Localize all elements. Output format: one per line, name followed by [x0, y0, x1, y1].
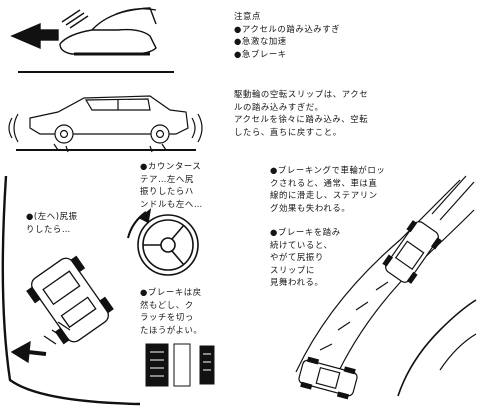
text-line: やがて尻振り	[270, 252, 324, 262]
text-line: 線的に滑走し、ステアリン	[270, 190, 378, 200]
text-line: スリップに	[270, 264, 315, 275]
text-line: ●カウンタース	[140, 161, 202, 171]
text-line: クされると、通常、車は直	[270, 177, 378, 188]
pedal-foot-illustration	[10, 7, 174, 73]
text-line: ルの踏み込みすぎだ。	[234, 101, 324, 112]
text-line: たほうがよい。	[140, 324, 203, 335]
text-line: ラッチを切っ	[140, 312, 194, 322]
countersteer-note: ●カウンタース テア…左へ尻 振りしたらハ ンドルも左へ…	[140, 160, 203, 210]
brake-lock-note: ●ブレーキングで車輪がロッ クされると、通常、車は直 線的に滑走し、ステアリン …	[270, 164, 385, 214]
text-line: りしたら…	[26, 223, 71, 234]
caution-item: ●急激な加速	[234, 36, 287, 46]
pedals-illustration	[145, 343, 215, 387]
cautions-block: 注意点 ●アクセルの踏み込みすぎ ●急激な加速 ●急ブレーキ	[234, 10, 340, 60]
text-line: グ効果も失われる。	[270, 202, 351, 213]
sedan-slip-illustration	[8, 95, 203, 153]
text-line: アクセルを徐々に踏み込み、空転	[234, 114, 369, 124]
brake-tail-note: ●ブレーキを踏み 続けていると、 やがて尻振り スリップに 見舞われる。	[270, 226, 341, 289]
text-line: ●ブレーキは戻	[140, 287, 202, 297]
clutch-note: ●ブレーキは戻 然もどし、ク ラッチを切っ たほうがよい。	[140, 286, 202, 336]
text-line: ンドルも左へ…	[140, 198, 203, 209]
text-line: 続けていると、	[270, 239, 333, 250]
text-line: 振りしたらハ	[140, 186, 194, 196]
left-arrow-icon	[10, 22, 41, 50]
cautions-heading: 注意点	[234, 11, 261, 21]
text-line: ●(左へ)尻振	[26, 211, 78, 221]
drive-slip-paragraph: 駆動輪の空転スリップは、アクセ ルの踏み込みすぎだ。 アクセルを徐々に踏み込み、…	[234, 88, 368, 138]
caution-item: ●急ブレーキ	[234, 48, 287, 59]
tail-swing-note: ●(左へ)尻振 りしたら…	[26, 210, 78, 235]
text-line: 然もどし、ク	[140, 299, 194, 310]
steering-wheel-icon	[127, 208, 199, 276]
tail-swing-car-illustration	[1, 175, 141, 406]
text-line: ●ブレーキを踏み	[270, 227, 341, 237]
text-line: ●ブレーキングで車輪がロッ	[270, 165, 386, 175]
text-line: したら、直ちに戻すこと。	[234, 126, 342, 137]
text-line: 駆動輪の空転スリップは、アクセ	[234, 89, 369, 99]
skid-arrow-icon	[10, 340, 31, 364]
text-line: 見舞われる。	[270, 277, 324, 287]
brake-skid-road-illustration	[295, 175, 477, 400]
text-line: テア…左へ尻	[140, 173, 194, 184]
caution-item: ●アクセルの踏み込みすぎ	[234, 23, 341, 34]
